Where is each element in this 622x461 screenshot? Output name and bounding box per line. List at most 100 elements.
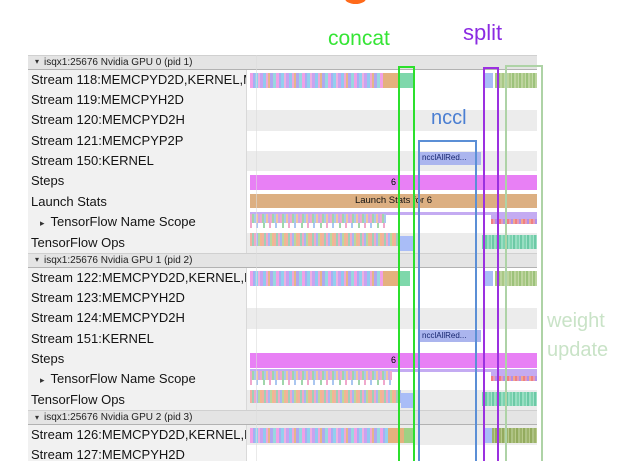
trace-event-segment[interactable] (250, 369, 537, 373)
steps-bar[interactable]: 6 (250, 353, 537, 369)
device-header-gpu-0[interactable]: ▾isqx1:25676 Nvidia GPU 0 (pid 1) (28, 55, 537, 70)
track-label: Steps (28, 171, 247, 192)
track-row: Stream 151:KERNEL ncclAllRed... (28, 328, 537, 350)
trace-event-segment[interactable] (483, 270, 493, 286)
trace-event-segment[interactable] (383, 72, 399, 88)
track-label-text: Stream 150:KERNEL (31, 153, 154, 169)
trace-event-segment[interactable] (483, 72, 493, 88)
track-row: Stream 122:MEMCPYD2D,KERNEL,MI (28, 267, 537, 288)
track-label: Stream 127:MEMCPYH2D (28, 445, 247, 461)
track-timeline (247, 130, 537, 152)
trace-event-segment[interactable] (250, 214, 386, 229)
track-row: Stream 124:MEMCPYD2H (28, 308, 537, 329)
trace-event-segment[interactable] (491, 369, 537, 382)
track-label-text: Steps (31, 173, 65, 189)
expand-arrow-icon: ▸ (40, 375, 45, 386)
track-row: Stream 150:KERNEL ncclAllRed... (28, 151, 537, 172)
clipped-orange-annotation-fragment (345, 0, 366, 4)
track-label: Stream 122:MEMCPYD2D,KERNEL,MI (28, 267, 247, 288)
track-timeline (247, 424, 537, 446)
weight-update-annotation-label: weight update (547, 307, 608, 365)
track-label[interactable]: ▸ TensorFlow Name Scope (28, 369, 247, 390)
trace-event-segment[interactable] (250, 212, 537, 216)
track-label-text: Stream 127:MEMCPYH2D (31, 447, 185, 461)
track-row: Stream 118:MEMCPYD2D,KERNEL,ME (28, 69, 537, 90)
track-label: TensorFlow Ops (28, 232, 247, 254)
trace-event-segment[interactable] (482, 391, 537, 406)
track-row: Stream 127:MEMCPYH2D (28, 445, 537, 461)
track-label: Stream 151:KERNEL (28, 328, 247, 350)
trace-event-segment[interactable] (250, 232, 400, 247)
track-timeline (247, 369, 537, 390)
track-timeline (247, 89, 537, 111)
device-header-label: isqx1:25676 Nvidia GPU 2 (pid 3) (44, 412, 193, 423)
trace-event-segment[interactable] (383, 270, 398, 286)
expand-arrow-icon: ▸ (40, 218, 45, 229)
track-timeline: ncclAllRed... (247, 151, 537, 172)
track-label: Stream 126:MEMCPYD2D,KERNEL,MI (28, 424, 247, 446)
track-label-text: TensorFlow Ops (31, 391, 125, 407)
track-timeline: 6 (247, 349, 537, 370)
launch-stats-bar[interactable]: Launch Stats for 6 (250, 193, 537, 208)
trace-event-segment[interactable] (482, 234, 537, 249)
track-timeline: 6 (247, 171, 537, 192)
device-header-label: isqx1:25676 Nvidia GPU 1 (pid 2) (44, 254, 193, 266)
nccl-annotation-box (418, 140, 477, 461)
device-header-gpu-1[interactable]: ▾isqx1:25676 Nvidia GPU 1 (pid 2) (28, 253, 537, 268)
track-label: Steps (28, 349, 247, 370)
track-label: Stream 150:KERNEL (28, 151, 247, 172)
track-label-text: Stream 122:MEMCPYD2D,KERNEL,MI (31, 269, 247, 285)
track-label: Stream 121:MEMCPYP2P (28, 130, 247, 152)
steps-bar[interactable]: 6 (250, 175, 537, 191)
track-label-text: Stream 120:MEMCPYD2H (31, 112, 185, 128)
concat-annotation-label: concat (328, 27, 390, 50)
track-timeline (247, 445, 537, 461)
trace-event-segment[interactable] (491, 212, 537, 225)
trace-event-segment[interactable] (483, 427, 492, 443)
trace-event-segment[interactable] (398, 270, 410, 286)
track-label: Stream 119:MEMCPYH2D (28, 89, 247, 111)
trace-event-segment[interactable] (401, 392, 413, 408)
track-row: Steps 6 (28, 171, 537, 192)
track-row: Stream 121:MEMCPYP2P (28, 130, 537, 152)
trace-event-segment[interactable] (250, 371, 392, 386)
track-timeline (247, 267, 537, 288)
device-header-gpu-2[interactable]: ▾isqx1:25676 Nvidia GPU 2 (pid 3) (28, 410, 537, 425)
trace-event-segment[interactable] (399, 72, 413, 88)
trace-event-segment[interactable] (250, 427, 388, 443)
device-header-label: isqx1:25676 Nvidia GPU 0 (pid 1) (44, 56, 193, 68)
track-row: TensorFlow Ops (28, 389, 537, 411)
track-row: Stream 120:MEMCPYD2H (28, 110, 537, 131)
track-row: Stream 123:MEMCPYH2D (28, 287, 537, 309)
track-label-text: TensorFlow Ops (31, 234, 125, 250)
track-timeline (247, 212, 537, 233)
track-label-text: Stream 123:MEMCPYH2D (31, 289, 185, 305)
track-timeline (247, 110, 537, 131)
nccl-annotation-label: nccl (431, 107, 467, 129)
track-label: Launch Stats (28, 191, 247, 213)
track-label-text: Stream 126:MEMCPYD2D,KERNEL,MI (31, 426, 247, 442)
trace-event-segment[interactable] (388, 427, 404, 443)
track-section-list: ▾isqx1:25676 Nvidia GPU 0 (pid 1)Stream … (28, 55, 537, 461)
weight-update-line1: weight (547, 310, 605, 332)
nccl-allreduce-bar[interactable]: ncclAllRed... (419, 329, 481, 343)
nccl-allreduce-bar[interactable]: ncclAllRed... (419, 152, 481, 165)
track-timeline: Launch Stats for 6 (247, 191, 537, 213)
track-timeline (247, 69, 537, 90)
trace-event-segment[interactable] (404, 427, 415, 443)
split-annotation-box (483, 67, 499, 461)
weight-update-annotation-box (505, 65, 543, 461)
track-label-text: Stream 124:MEMCPYD2H (31, 310, 185, 326)
track-row: ▸ TensorFlow Name Scope (28, 369, 537, 390)
trace-event-segment[interactable] (250, 72, 383, 88)
trace-event-segment[interactable] (492, 427, 537, 443)
trace-event-segment[interactable] (250, 389, 401, 404)
track-label[interactable]: ▸TensorFlow Name Scope (28, 212, 247, 233)
track-label-text: Stream 121:MEMCPYP2P (31, 132, 184, 148)
trace-event-segment[interactable] (250, 270, 383, 286)
trace-event-segment[interactable] (400, 235, 413, 251)
track-label-text: TensorFlow Name Scope (50, 371, 196, 387)
track-row: TensorFlow Ops (28, 232, 537, 254)
